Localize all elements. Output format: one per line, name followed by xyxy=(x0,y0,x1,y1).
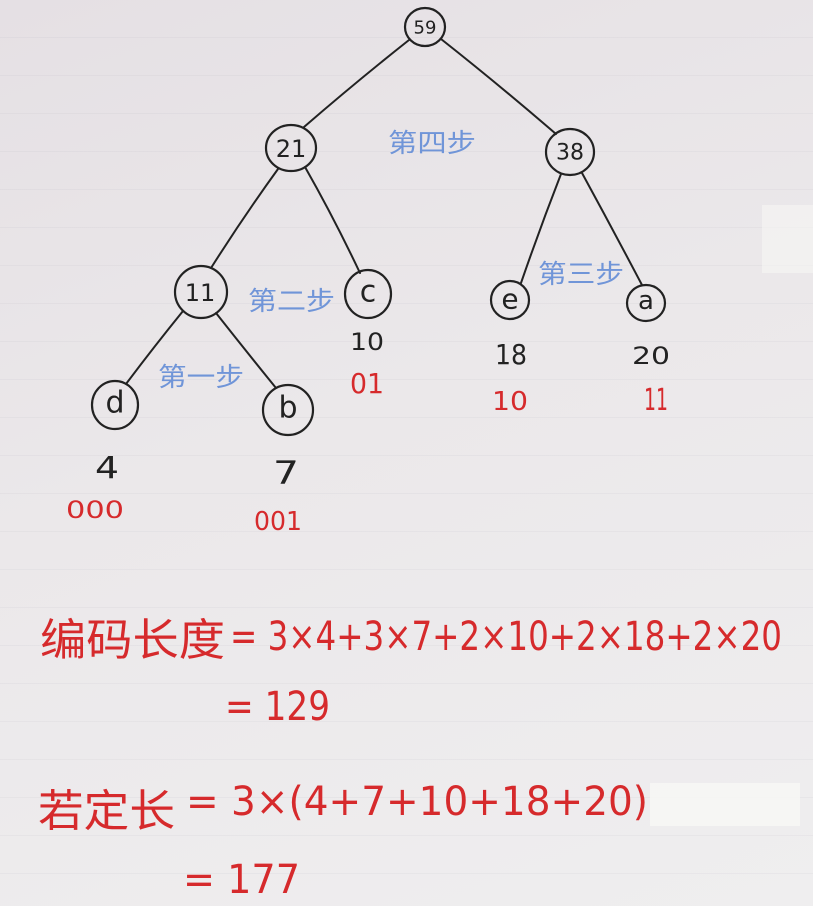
leaf-codes: 01 10 11 000 001 xyxy=(66,367,668,537)
node-circle-11 xyxy=(173,264,229,320)
step-label-1: 第一步 xyxy=(158,363,244,393)
node-label-21: 21 xyxy=(276,135,307,163)
node-a: a xyxy=(625,283,667,323)
node-label-b: b xyxy=(278,391,297,426)
fixed-length-calculation: 若定长 = 3×(4+7+10+18+20) = 177 xyxy=(38,779,648,903)
node-c: c xyxy=(343,268,393,320)
node-label-59: 59 xyxy=(414,18,437,39)
edge-21-c xyxy=(304,166,361,274)
node-circle-b xyxy=(261,383,315,437)
encoded-length-label: 编码长度 xyxy=(40,615,225,666)
weight-b: 7 xyxy=(273,454,299,492)
node-21: 21 xyxy=(264,123,318,173)
node-d: d xyxy=(90,379,140,431)
edge-38-a xyxy=(581,172,643,286)
node-circle-e xyxy=(489,279,531,321)
step-label-3: 第三步 xyxy=(538,260,624,290)
tape-strip-bottom-right xyxy=(650,783,800,826)
node-circle-c xyxy=(343,268,393,320)
node-11: 11 xyxy=(173,264,229,320)
edge-38-e xyxy=(520,173,562,284)
node-label-38: 38 xyxy=(556,141,584,166)
edge-59-21 xyxy=(303,39,410,128)
fixed-length-result: = 177 xyxy=(183,857,300,903)
node-circle-21 xyxy=(264,123,318,173)
weight-c: 10 xyxy=(350,328,384,356)
node-59: 59 xyxy=(403,6,447,48)
step-labels: 第四步 第二步 第三步 第一步 xyxy=(158,129,624,393)
fixed-length-expression: = 3×(4+7+10+18+20) xyxy=(186,779,648,825)
node-38: 38 xyxy=(544,127,596,177)
step-label-2: 第二步 xyxy=(248,287,335,317)
weight-a: 20 xyxy=(632,342,670,370)
node-label-c: c xyxy=(360,275,377,310)
node-circle-d xyxy=(90,379,140,431)
weight-d: 4 xyxy=(95,451,119,486)
code-c: 01 xyxy=(350,367,384,400)
tree-nodes: 59 21 38 11 c e xyxy=(90,6,667,437)
edge-59-38 xyxy=(440,38,557,135)
tape-strip-top-right xyxy=(762,205,813,273)
node-label-e: e xyxy=(501,283,518,316)
node-e: e xyxy=(489,279,531,321)
encoded-length-expression: = 3×4+3×7+2×10+2×18+2×20 xyxy=(230,614,782,660)
step-label-4: 第四步 xyxy=(388,129,476,159)
weight-e: 18 xyxy=(495,338,527,371)
node-label-11: 11 xyxy=(185,279,216,307)
code-b: 001 xyxy=(254,507,302,537)
node-label-a: a xyxy=(638,286,654,316)
tree-edges xyxy=(125,38,643,389)
edge-11-b xyxy=(215,312,277,389)
node-circle-59 xyxy=(403,6,447,48)
node-circle-a xyxy=(625,283,667,323)
encoded-length-calculation: 编码长度 = 3×4+3×7+2×10+2×18+2×20 = 129 xyxy=(40,614,782,730)
edge-11-d xyxy=(125,310,184,385)
edge-21-11 xyxy=(210,168,279,269)
leaf-weights: 10 18 20 4 7 xyxy=(95,328,670,492)
encoded-length-result: = 129 xyxy=(225,684,330,730)
code-e: 10 xyxy=(492,387,528,417)
code-d: 000 xyxy=(66,496,124,524)
node-b: b xyxy=(261,383,315,437)
fixed-length-label: 若定长 xyxy=(38,786,175,837)
node-label-d: d xyxy=(105,386,124,421)
code-a: 11 xyxy=(644,383,668,418)
node-circle-38 xyxy=(544,127,596,177)
